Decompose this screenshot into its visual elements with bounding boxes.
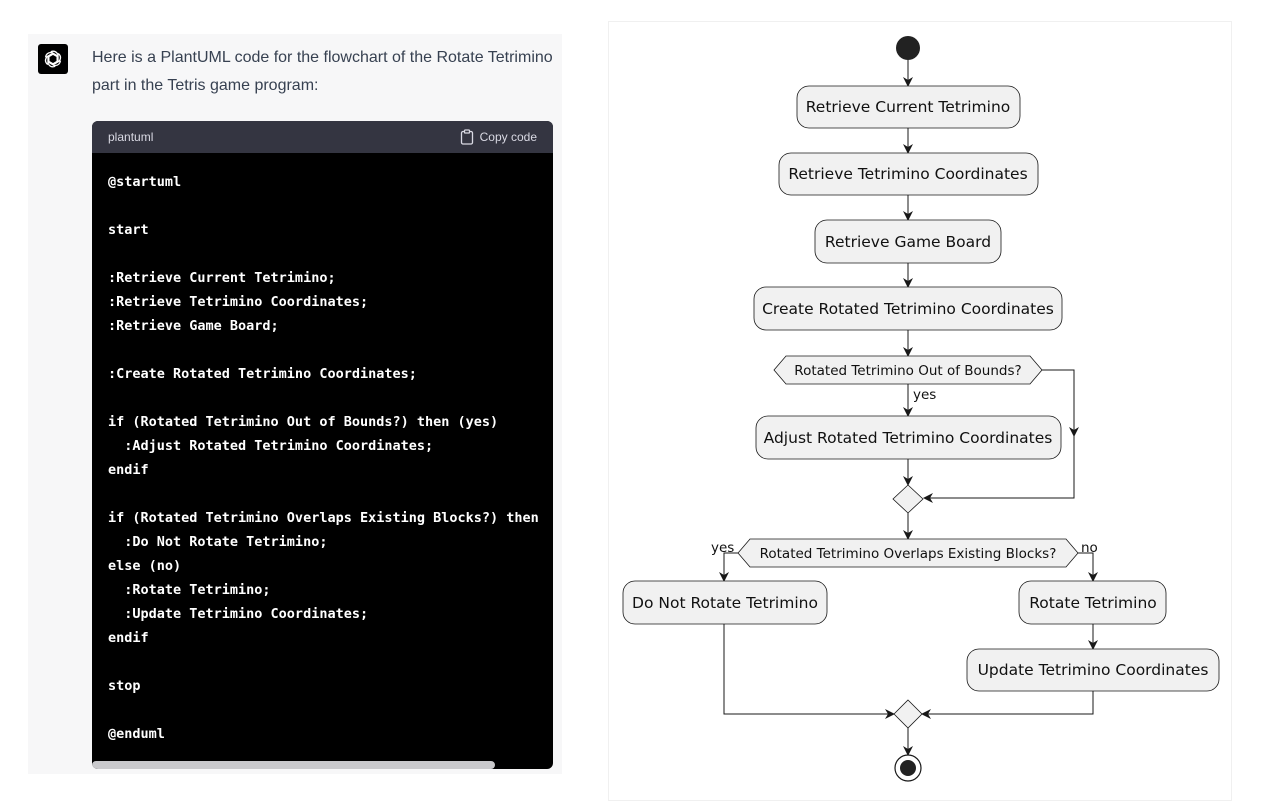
code-content[interactable]: @startuml start :Retrieve Current Tetrim… (92, 153, 553, 769)
copy-code-label: Copy code (479, 130, 537, 144)
activity-box (814, 219, 1002, 264)
flow-arrow (921, 691, 1094, 719)
decision-hexagon (737, 538, 1079, 568)
activity-label: Do Not Rotate Tetrimino (632, 594, 818, 612)
branch-label-no: no (1081, 540, 1098, 556)
activity-label: Update Tetrimino Coordinates (978, 661, 1209, 679)
clipboard-icon (460, 129, 473, 145)
activity-box (778, 152, 1039, 196)
activity-box (755, 415, 1062, 460)
code-text: @startuml start :Retrieve Current Tetrim… (108, 174, 539, 742)
activity-label: Create Rotated Tetrimino Coordinates (762, 300, 1054, 318)
decision-label: Rotated Tetrimino Overlaps Existing Bloc… (760, 546, 1057, 562)
stop-node-inner (900, 760, 916, 776)
activity-label: Rotate Tetrimino (1029, 594, 1157, 612)
activity-box (796, 85, 1021, 129)
activity-box (622, 580, 828, 625)
flow-arrow-no (1077, 552, 1098, 582)
decision-label: Rotated Tetrimino Out of Bounds? (794, 363, 1021, 379)
flow-arrow (723, 624, 895, 719)
activity-label: Adjust Rotated Tetrimino Coordinates (764, 429, 1053, 447)
activity-box (753, 286, 1063, 331)
message-text: Here is a PlantUML code for the flowchar… (92, 49, 553, 94)
flowchart-image: Retrieve Current Tetrimino Retrieve Tetr… (609, 22, 1231, 800)
start-node (896, 36, 920, 60)
flow-arrow-yes (719, 552, 738, 582)
chatgpt-logo-icon (38, 44, 68, 74)
branch-label-yes: yes (913, 387, 936, 403)
copy-code-button[interactable]: Copy code (460, 129, 537, 145)
decision-hexagon (773, 355, 1043, 385)
assistant-message: Here is a PlantUML code for the flowchar… (28, 34, 562, 774)
code-block: plantuml Copy code @startuml start :Retr… (92, 121, 553, 769)
activity-label: Retrieve Tetrimino Coordinates (788, 165, 1027, 183)
merge-diamond (892, 484, 924, 514)
activity-box (966, 648, 1220, 692)
horizontal-scrollbar[interactable] (92, 761, 495, 769)
activity-label: Retrieve Current Tetrimino (806, 98, 1011, 116)
branch-label-yes: yes (711, 540, 734, 556)
code-block-header: plantuml Copy code (92, 121, 553, 153)
code-language-label: plantuml (108, 130, 154, 144)
merge-diamond (893, 699, 923, 729)
activity-box (1018, 580, 1167, 625)
activity-label: Retrieve Game Board (825, 233, 991, 251)
